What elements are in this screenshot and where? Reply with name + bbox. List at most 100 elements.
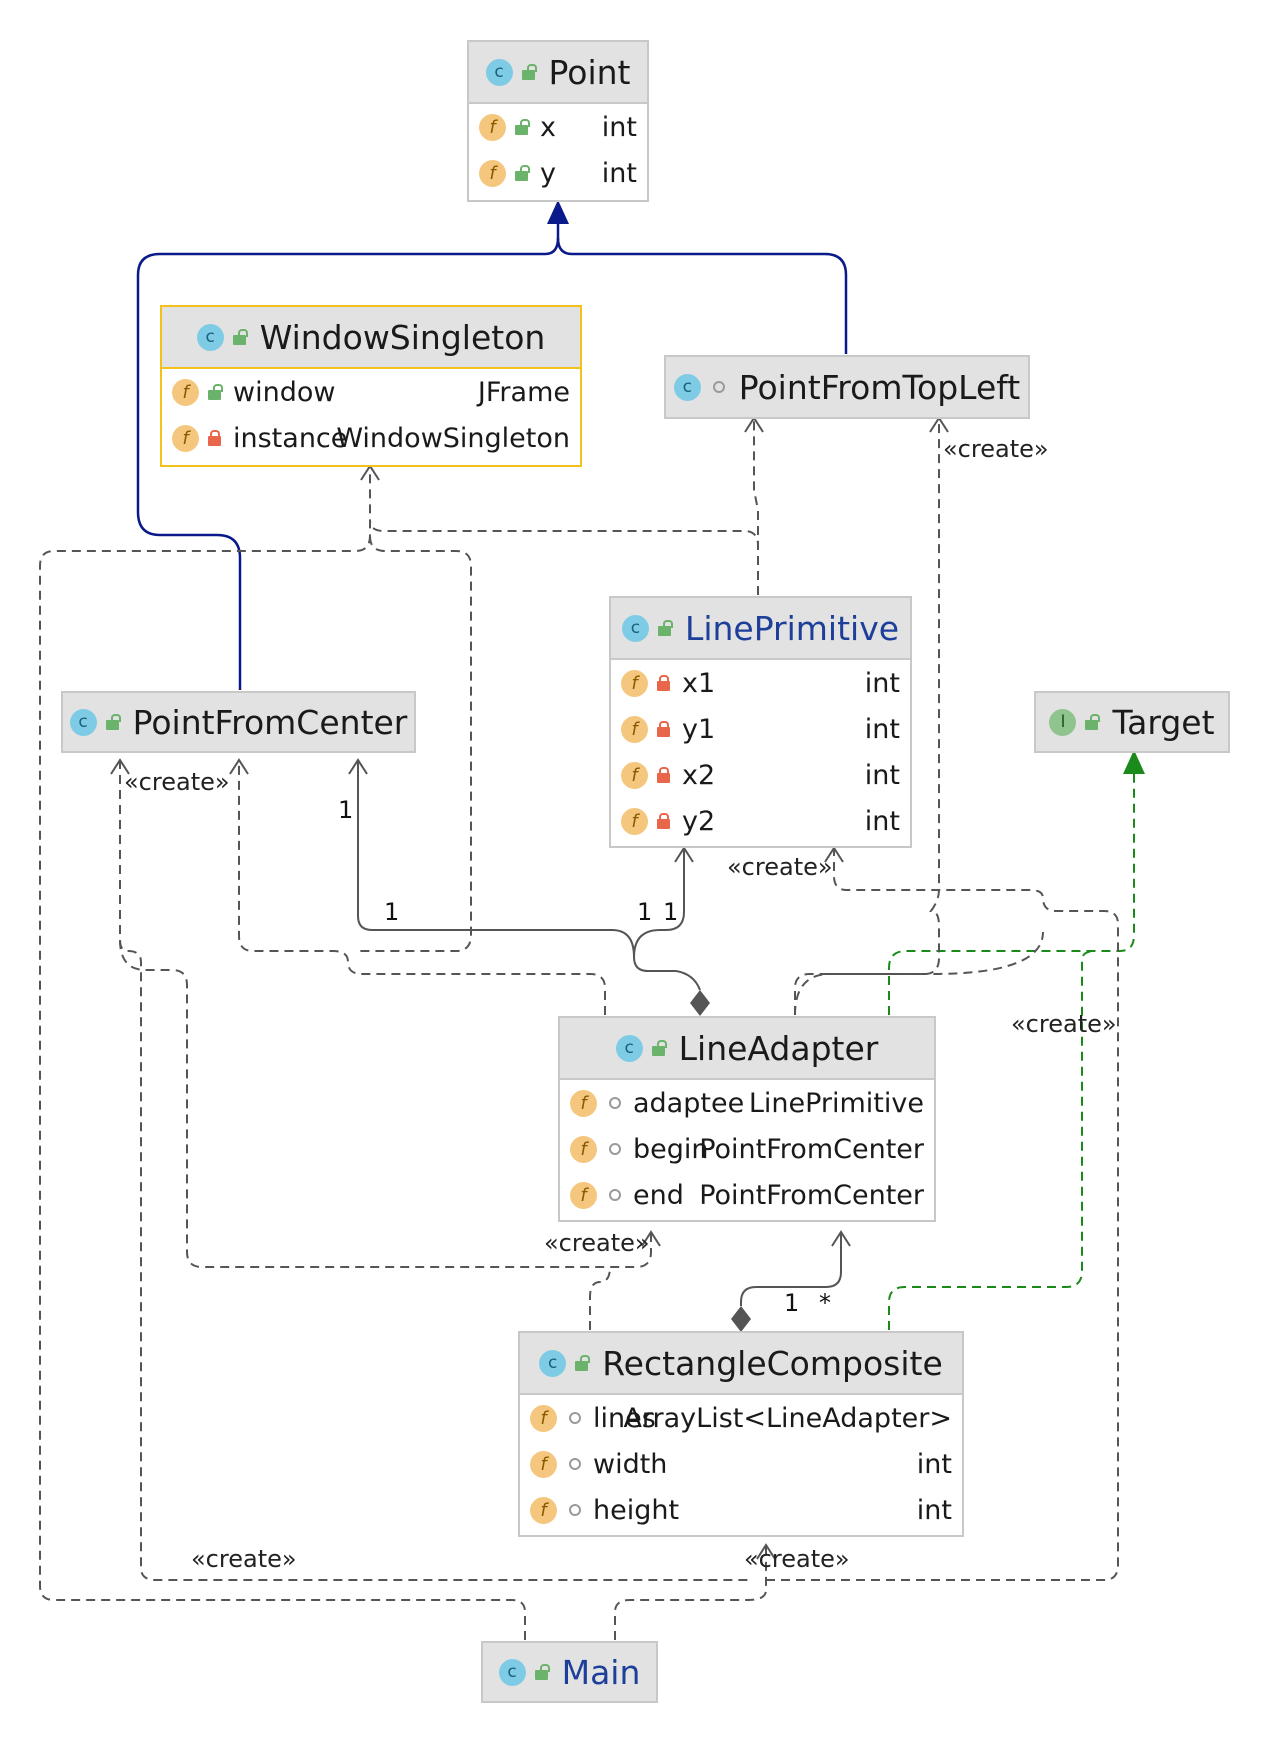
field-row[interactable]: f begin PointFromCenter xyxy=(560,1126,934,1172)
class-name: Point xyxy=(548,52,631,92)
interface-target[interactable]: I Target xyxy=(1034,691,1230,753)
field-row[interactable]: f adaptee LinePrimitive xyxy=(560,1080,934,1126)
field-icon: f xyxy=(530,1496,557,1524)
field-type: PointFromCenter xyxy=(699,1179,924,1211)
field-row[interactable]: f x int xyxy=(469,104,647,150)
mult-rectangle-1: 1 xyxy=(784,1289,799,1317)
class-header: c PointFromTopLeft xyxy=(666,357,1028,417)
class-main[interactable]: c Main xyxy=(481,1641,658,1703)
field-row[interactable]: f height int xyxy=(520,1487,962,1533)
composition-diamond-rectangle xyxy=(731,1306,751,1332)
class-icon: c xyxy=(673,373,701,401)
field-row[interactable]: f y1 int xyxy=(611,706,910,752)
label-create-topleft: «create» xyxy=(943,435,1049,463)
dep-arrowhead-rectangle xyxy=(756,1543,776,1560)
class-name: RectangleComposite xyxy=(602,1343,943,1383)
field-row[interactable]: f y int xyxy=(469,150,647,196)
field-type: int xyxy=(601,111,637,143)
field-type: int xyxy=(601,157,637,189)
class-icon: c xyxy=(196,323,224,351)
composition-diamond-lineadapter xyxy=(690,990,710,1016)
label-create-center: «create» xyxy=(124,768,230,796)
class-header: c PointFromCenter xyxy=(63,693,414,751)
dep-arrowhead-lineadapter xyxy=(641,1230,661,1247)
field-name: x2 xyxy=(682,759,716,791)
field-icon: f xyxy=(621,715,648,743)
field-row[interactable]: f instance WindowSingleton xyxy=(162,415,580,461)
public-icon xyxy=(534,1664,550,1680)
field-name: y2 xyxy=(682,805,716,837)
realization-line-lineadapter xyxy=(888,760,1135,1015)
class-header: c LinePrimitive xyxy=(611,598,910,660)
field-type: ArrayList<LineAdapter> xyxy=(623,1402,952,1434)
package-private-icon xyxy=(569,1504,581,1516)
field-name: width xyxy=(593,1448,668,1480)
dep-arrowhead-center-a xyxy=(110,758,130,775)
field-row[interactable]: f x1 int xyxy=(611,660,910,706)
public-icon xyxy=(208,384,223,400)
field-name: x1 xyxy=(682,667,716,699)
class-pointfromcenter[interactable]: c PointFromCenter xyxy=(61,691,416,753)
dep-arrowhead-lineprimitive xyxy=(824,846,844,863)
class-windowsingleton[interactable]: c WindowSingleton f window JFrame f inst… xyxy=(160,305,582,467)
mult-lineprimitive-1a: 1 xyxy=(637,898,652,926)
dep-main-windowsingleton xyxy=(39,466,526,1640)
field-row[interactable]: f y2 int xyxy=(611,798,910,844)
field-icon: f xyxy=(570,1089,597,1117)
field-row[interactable]: f window JFrame xyxy=(162,369,580,415)
package-private-icon xyxy=(569,1458,581,1470)
field-name: height xyxy=(593,1494,680,1526)
class-point[interactable]: c Point f x int f y int xyxy=(467,40,649,202)
field-name: window xyxy=(233,376,336,408)
class-header: c WindowSingleton xyxy=(162,307,580,369)
package-private-icon xyxy=(712,381,725,393)
public-icon xyxy=(575,1355,591,1371)
field-row[interactable]: f lines ArrayList<LineAdapter> xyxy=(520,1395,962,1441)
field-row[interactable]: f width int xyxy=(520,1441,962,1487)
field-type: WindowSingleton xyxy=(336,422,570,454)
package-private-icon xyxy=(609,1189,621,1201)
mult-center-1b: 1 xyxy=(384,898,399,926)
public-icon xyxy=(232,329,248,345)
field-name: begin xyxy=(633,1133,709,1165)
private-icon xyxy=(657,721,670,737)
class-icon: c xyxy=(69,708,97,736)
public-icon xyxy=(1085,714,1101,730)
private-icon xyxy=(657,813,670,829)
label-create-lineprimitive: «create» xyxy=(727,853,833,881)
realization-arrowhead xyxy=(1123,750,1145,774)
class-header: c RectangleComposite xyxy=(520,1333,962,1395)
class-icon: c xyxy=(615,1034,643,1062)
field-type: LinePrimitive xyxy=(748,1087,924,1119)
class-rectanglecomposite[interactable]: c RectangleComposite f lines ArrayList<L… xyxy=(518,1331,964,1537)
field-type: int xyxy=(864,759,900,791)
field-row[interactable]: f x2 int xyxy=(611,752,910,798)
label-create-rectangle: «create» xyxy=(744,1545,850,1573)
field-icon: f xyxy=(172,378,199,406)
field-type: int xyxy=(864,667,900,699)
class-lineadapter[interactable]: c LineAdapter f adaptee LinePrimitive f … xyxy=(558,1016,936,1222)
label-create-target: «create» xyxy=(1011,1010,1117,1038)
class-name: PointFromTopLeft xyxy=(738,367,1021,407)
public-icon xyxy=(657,620,673,636)
class-name: PointFromCenter xyxy=(132,702,408,742)
field-icon: f xyxy=(621,669,648,697)
public-icon xyxy=(521,64,537,80)
label-create-lineadapter: «create» xyxy=(544,1229,650,1257)
field-type: JFrame xyxy=(477,376,570,408)
class-lineprimitive[interactable]: c LinePrimitive f x1 int f y1 int f x2 i… xyxy=(609,596,912,848)
field-name: end xyxy=(633,1179,684,1211)
field-icon: f xyxy=(479,113,506,141)
inheritance-line-pointfromcenter xyxy=(136,214,560,690)
field-name: x xyxy=(540,111,556,143)
field-icon: f xyxy=(621,761,648,789)
class-name: LinePrimitive xyxy=(684,608,900,648)
class-pointfromtopleft[interactable]: c PointFromTopLeft xyxy=(664,355,1030,419)
field-icon: f xyxy=(530,1450,557,1478)
field-row[interactable]: f end PointFromCenter xyxy=(560,1172,934,1218)
field-type: PointFromCenter xyxy=(699,1133,924,1165)
field-name: lines xyxy=(593,1402,656,1434)
package-private-icon xyxy=(609,1143,621,1155)
